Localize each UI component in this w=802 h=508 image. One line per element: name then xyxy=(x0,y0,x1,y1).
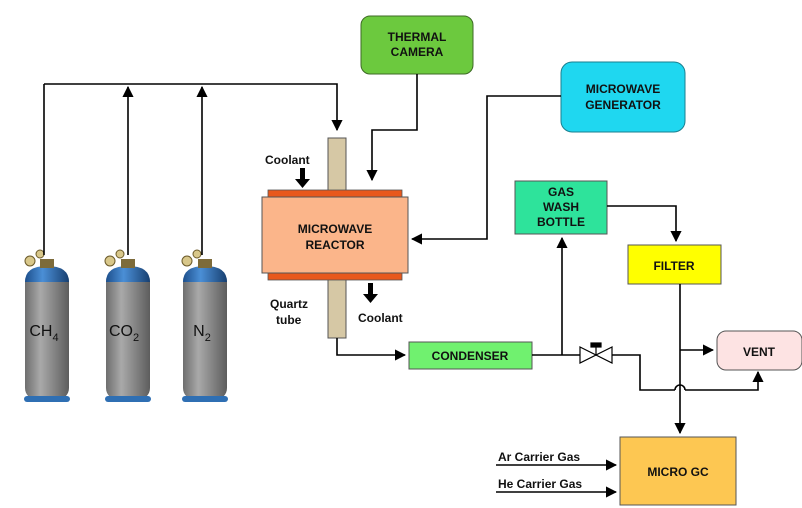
cylinder-co2: CO2 xyxy=(104,249,151,402)
cylinder-label: CH4 xyxy=(29,323,58,344)
svg-text:MICROWAVE: MICROWAVE xyxy=(586,82,660,96)
filter-box: FILTER xyxy=(627,244,722,285)
coolant-out-arrow-icon xyxy=(363,283,378,303)
valve-icon xyxy=(579,342,613,364)
svg-text:THERMAL: THERMAL xyxy=(388,30,447,44)
cylinder-label: CO2 xyxy=(109,323,139,344)
gas-wash-bottle-box: GAS WASH BOTTLE xyxy=(514,180,608,235)
svg-text:GAS: GAS xyxy=(548,185,574,199)
generator-to-reactor-line xyxy=(410,95,561,245)
cylinder-n2: N2 xyxy=(181,249,228,402)
coolant-in-label: Coolant xyxy=(265,153,310,167)
filter-outlet-lines xyxy=(674,284,715,435)
microwave-generator-box: MICROWAVE GENERATOR xyxy=(560,61,686,133)
svg-text:CONDENSER: CONDENSER xyxy=(432,349,509,363)
thermal-camera-box: THERMAL CAMERA xyxy=(360,15,474,75)
valve-knob-icon xyxy=(181,255,193,267)
valve-knob-icon xyxy=(24,255,36,267)
svg-text:VENT: VENT xyxy=(743,345,776,359)
quartz-tube-label: Quartz tube xyxy=(270,297,311,327)
ar-carrier-gas-label: Ar Carrier Gas xyxy=(498,450,580,464)
vent-box: VENT xyxy=(716,330,802,371)
svg-text:FILTER: FILTER xyxy=(653,259,694,273)
cylinder-ch4: CH4 xyxy=(24,249,70,402)
svg-text:WASH: WASH xyxy=(543,200,579,214)
gas-feed-lines xyxy=(43,83,343,255)
svg-text:MICRO GC: MICRO GC xyxy=(647,465,709,479)
svg-text:BOTTLE: BOTTLE xyxy=(537,215,585,229)
micro-gc-box: MICRO GC xyxy=(619,436,737,506)
condenser-outlet-lines xyxy=(532,236,580,356)
tube-to-condenser-line xyxy=(336,338,407,361)
valve-knob-icon xyxy=(104,255,116,267)
cylinder-label: N2 xyxy=(193,323,211,344)
reactor-label-line1: MICROWAVE xyxy=(298,222,372,236)
reactor-label-line2: REACTOR xyxy=(305,238,364,252)
condenser-box: CONDENSER xyxy=(408,341,533,370)
coolant-in-arrow-icon xyxy=(295,168,310,188)
coolant-out-label: Coolant xyxy=(358,311,403,325)
camera-to-reactor-line xyxy=(366,74,418,182)
svg-text:GENERATOR: GENERATOR xyxy=(585,98,661,112)
svg-text:CAMERA: CAMERA xyxy=(391,45,444,59)
he-carrier-gas-label: He Carrier Gas xyxy=(498,477,582,491)
wash-to-filter-line xyxy=(607,205,682,243)
microwave-reactor: MICROWAVE REACTOR xyxy=(261,189,409,281)
